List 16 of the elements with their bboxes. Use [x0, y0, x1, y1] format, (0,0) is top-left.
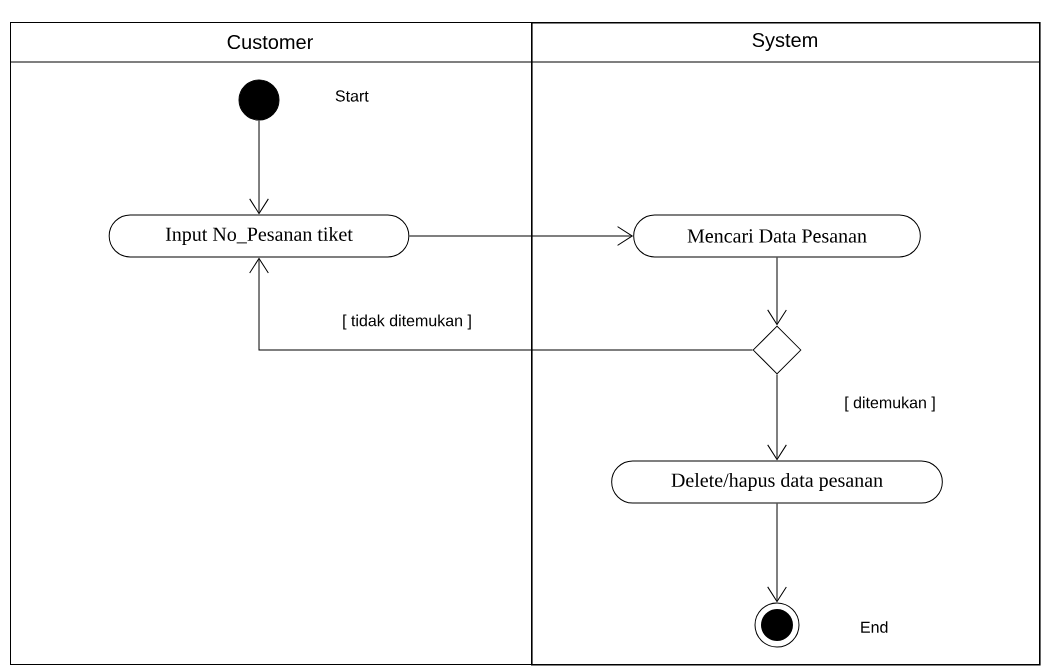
- activity-box: Input No_Pesanan tiket: [108, 214, 410, 258]
- activity-box: Delete/hapus data pesanan: [611, 460, 943, 504]
- edge-label: [ tidak ditemukan ]: [340, 313, 474, 331]
- decision-diamond: [752, 325, 802, 375]
- arrow: [767, 257, 787, 326]
- arrow: [408, 226, 633, 246]
- arrow: [767, 374, 787, 461]
- arrow: [767, 503, 787, 603]
- node-label: End: [861, 621, 888, 633]
- node-label: Start: [335, 90, 369, 102]
- activity-box: Mencari Data Pesanan: [633, 214, 921, 258]
- arrow: [249, 257, 753, 351]
- edge-label: [ ditemukan ]: [842, 395, 938, 413]
- start-circle: [238, 79, 280, 121]
- arrow: [249, 120, 269, 215]
- end-circle: [754, 602, 800, 648]
